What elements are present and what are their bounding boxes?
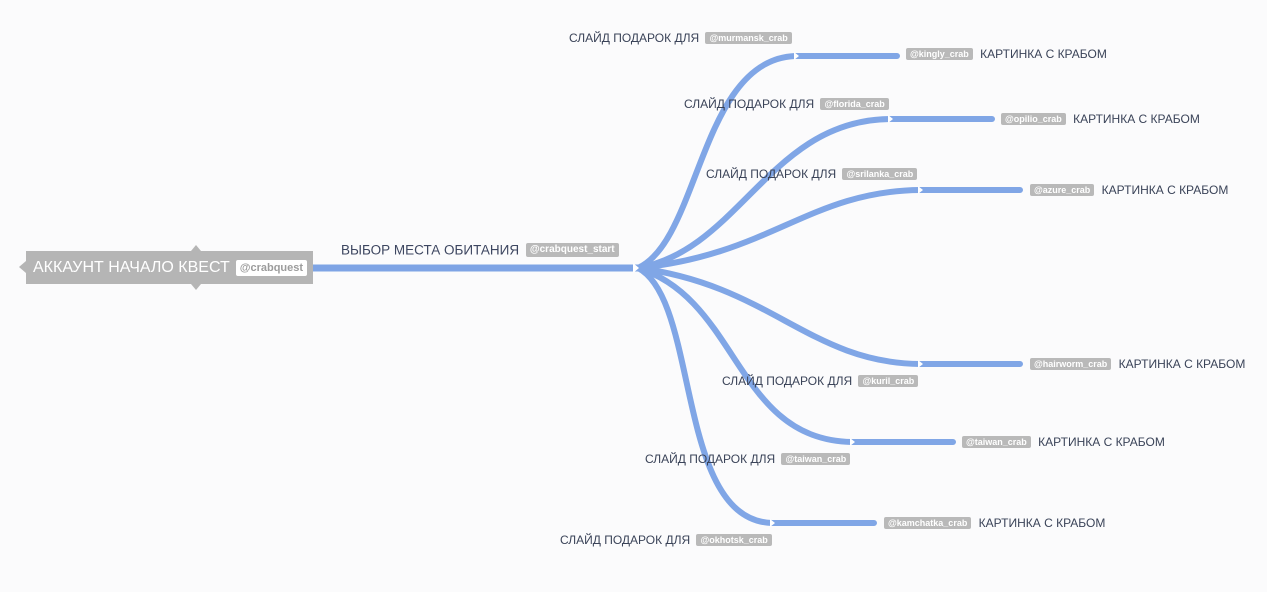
edge-hub-okhotsk (635, 265, 877, 526)
branch-tag: @srilanka_crab (842, 167, 918, 180)
joint-kuril (918, 360, 923, 368)
edge-hub-florida (635, 116, 995, 271)
branch-node-murmansk[interactable]: СЛАЙД ПОДАРОК ДЛЯ @murmansk_crab (569, 30, 792, 45)
root-node[interactable]: АККАУНТ НАЧАЛО КВЕСТ @crabquest (19, 245, 313, 290)
leaf-text: КАРТИНКА С КРАБОМ (1118, 356, 1246, 371)
leaf-tag: @hairworm_crab (1030, 357, 1112, 370)
hub-node[interactable]: ВЫБОР МЕСТА ОБИТАНИЯ @crabquest_start (341, 242, 619, 258)
leaf-text: КАРТИНКА С КРАБОМ (1073, 111, 1200, 126)
branch-node-kuril[interactable]: СЛАЙД ПОДАРОК ДЛЯ @kuril_crab (722, 373, 919, 388)
branch-prefix: СЛАЙД ПОДАРОК ДЛЯ (569, 30, 700, 45)
leaf-text: КАРТИНКА С КРАБОМ (1038, 434, 1165, 449)
leaf-tag: @taiwan_crab (962, 435, 1031, 448)
branch-node-okhotsk[interactable]: СЛАЙД ПОДАРОК ДЛЯ @okhotsk_crab (560, 532, 772, 547)
leaf-text: КАРТИНКА С КРАБОМ (1101, 182, 1229, 197)
joint-florida (888, 115, 893, 123)
leaf-tag: @azure_crab (1030, 183, 1095, 196)
hub-tag: @crabquest_start (525, 243, 619, 258)
root-notch-top (191, 245, 201, 251)
leaf-tag: @kingly_crab (906, 47, 973, 60)
hub-title: ВЫБОР МЕСТА ОБИТАНИЯ (341, 242, 520, 258)
leaf-text: КАРТИНКА С КРАБОМ (980, 46, 1107, 61)
branch-node-taiwan[interactable]: СЛАЙД ПОДАРОК ДЛЯ @taiwan_crab (645, 451, 851, 466)
leaf-node-kingly[interactable]: @kingly_crab КАРТИНКА С КРАБОМ (906, 46, 1107, 61)
edge-hub-taiwan (635, 265, 956, 445)
leaf-node-kamchatka[interactable]: @kamchatka_crab КАРТИНКА С КРАБОМ (884, 515, 1105, 530)
edge-joints (633, 52, 923, 527)
edge-hub-murmansk (635, 53, 900, 271)
branch-prefix: СЛАЙД ПОДАРОК ДЛЯ (722, 373, 853, 388)
branch-tag: @taiwan_crab (781, 452, 851, 465)
leaf-text: КАРТИНКА С КРАБОМ (978, 515, 1106, 530)
root-tag: @crabquest (235, 259, 308, 276)
joint-srilanka (918, 186, 923, 194)
joint-okhotsk (770, 519, 775, 527)
edge-hub-srilanka (635, 187, 1023, 271)
branch-tag: @okhotsk_crab (696, 533, 772, 546)
leaf-node-taiwan[interactable]: @taiwan_crab КАРТИНКА С КРАБОМ (962, 434, 1165, 449)
branch-prefix: СЛАЙД ПОДАРОК ДЛЯ (560, 532, 691, 547)
branch-node-srilanka[interactable]: СЛАЙД ПОДАРОК ДЛЯ @srilanka_crab (706, 166, 918, 181)
branch-tag: @kuril_crab (858, 374, 919, 387)
leaf-node-hairworm[interactable]: @hairworm_crab КАРТИНКА С КРАБОМ (1030, 356, 1245, 371)
root-title: АККАУНТ НАЧАЛО КВЕСТ (33, 258, 230, 276)
joint-taiwan (850, 438, 855, 446)
leaf-node-opilio[interactable]: @opilio_crab КАРТИНКА С КРАБОМ (1001, 111, 1200, 126)
branch-node-florida[interactable]: СЛАЙД ПОДАРОК ДЛЯ @florida_crab (684, 96, 889, 111)
branch-prefix: СЛАЙД ПОДАРОК ДЛЯ (684, 96, 815, 111)
branch-tag: @murmansk_crab (705, 31, 792, 44)
branch-prefix: СЛАЙД ПОДАРОК ДЛЯ (645, 451, 776, 466)
root-notch-bottom (191, 284, 201, 290)
edge-hub-kuril (635, 265, 1023, 367)
joint-murmansk (794, 52, 799, 60)
branch-tag: @florida_crab (820, 97, 889, 110)
leaf-node-azure[interactable]: @azure_crab КАРТИНКА С КРАБОМ (1030, 182, 1228, 197)
branch-prefix: СЛАЙД ПОДАРОК ДЛЯ (706, 166, 837, 181)
joint-hub (633, 263, 639, 273)
leaf-tag: @opilio_crab (1001, 112, 1066, 125)
leaf-tag: @kamchatka_crab (884, 516, 972, 529)
